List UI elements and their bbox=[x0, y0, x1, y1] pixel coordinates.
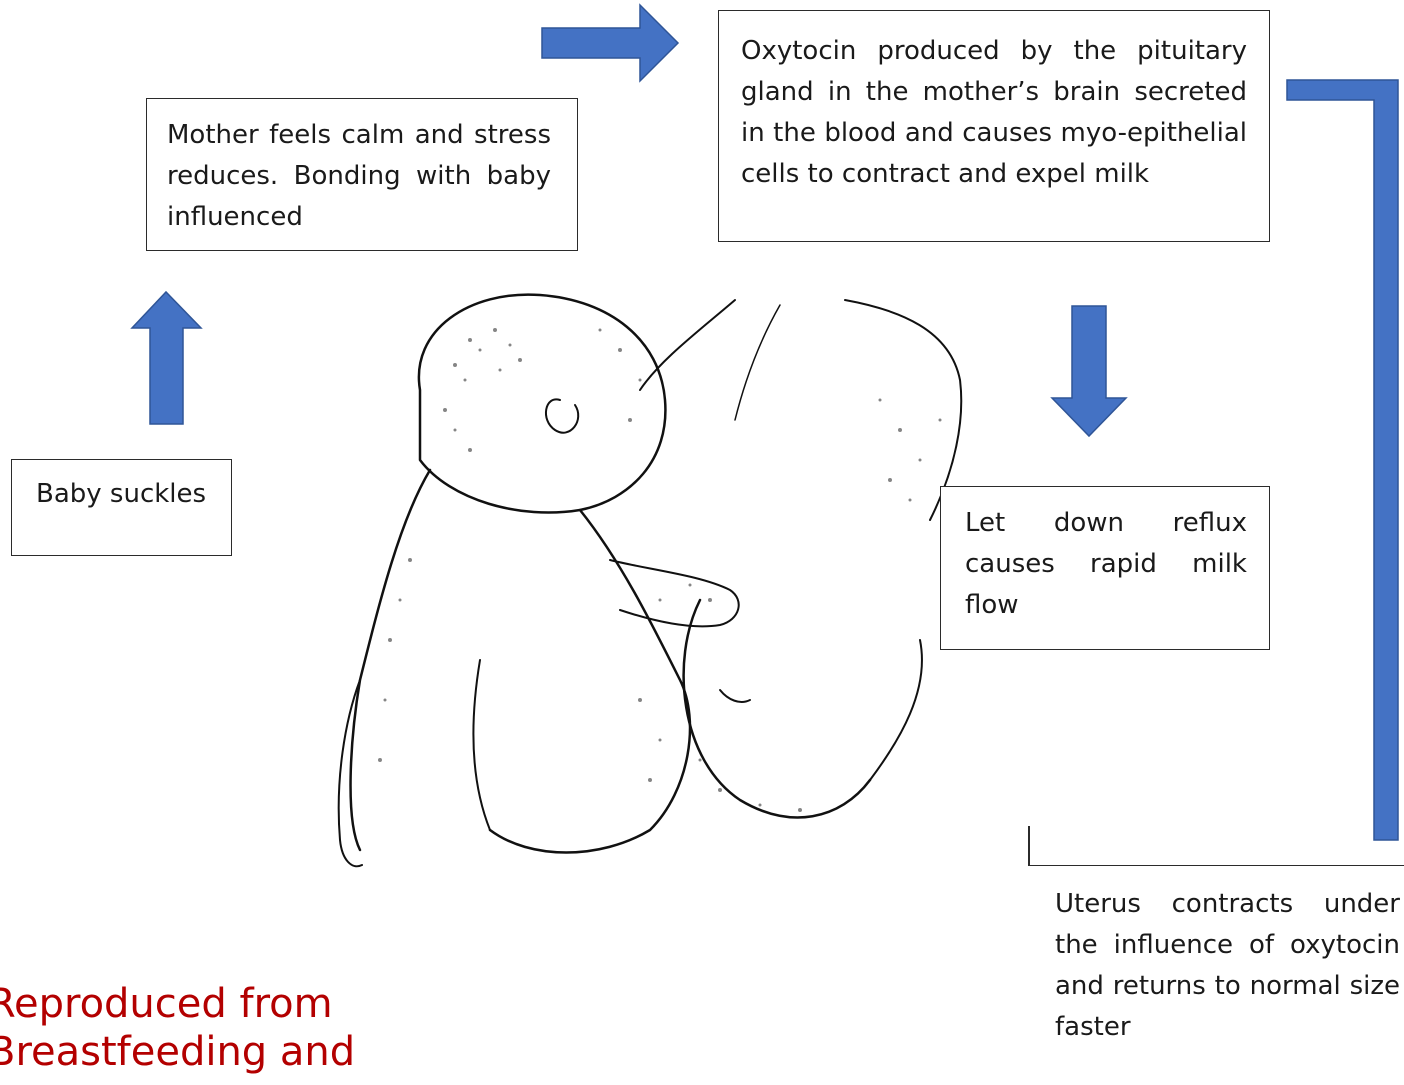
mother-calm-text: Mother feels calm and stress reduces. Bo… bbox=[167, 115, 551, 238]
uterus-box-tick bbox=[1028, 826, 1030, 866]
arrow-down-icon bbox=[1052, 306, 1126, 436]
breastfeeding-illustration bbox=[339, 295, 962, 867]
baby-suckles-box: Baby suckles bbox=[11, 459, 232, 556]
arrow-right-icon bbox=[542, 5, 678, 81]
attribution-line-1: Reproduced from bbox=[0, 980, 355, 1028]
mother-calm-box: Mother feels calm and stress reduces. Bo… bbox=[146, 98, 578, 251]
connector-bar bbox=[1287, 80, 1398, 840]
baby-suckles-text: Baby suckles bbox=[36, 474, 221, 515]
let-down-text: Let down reflux causes rapid milk flow bbox=[965, 503, 1247, 626]
let-down-box: Let down reflux causes rapid milk flow bbox=[940, 486, 1270, 650]
attribution-line-2: Breastfeeding and bbox=[0, 1028, 355, 1076]
uterus-text: Uterus contracts under the influence of … bbox=[1055, 884, 1400, 1048]
oxytocin-text: Oxytocin produced by the pituitary gland… bbox=[741, 31, 1247, 195]
oxytocin-box: Oxytocin produced by the pituitary gland… bbox=[718, 10, 1270, 242]
arrow-up-icon bbox=[132, 292, 201, 424]
